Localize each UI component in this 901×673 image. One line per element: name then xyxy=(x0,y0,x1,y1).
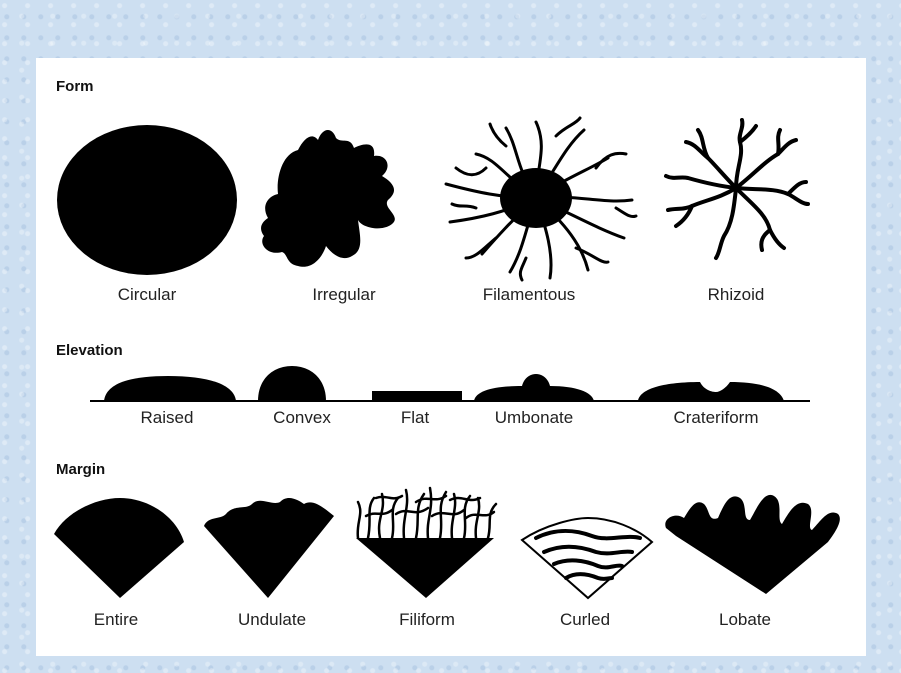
filiform-label: Filiform xyxy=(352,610,502,630)
undulate-label: Undulate xyxy=(197,610,347,630)
raised-elevation-shape xyxy=(104,376,236,401)
filamentous-label: Filamentous xyxy=(454,285,604,305)
margin-title: Margin xyxy=(56,461,105,478)
umbonate-label: Umbonate xyxy=(459,408,609,428)
irregular-label: Irregular xyxy=(269,285,419,305)
lobate-margin-shape xyxy=(665,495,840,594)
lobate-label: Lobate xyxy=(670,610,820,630)
umbonate-elevation-shape xyxy=(474,374,594,401)
crateriform-elevation-shape xyxy=(638,382,784,401)
curled-margin-shape xyxy=(522,518,652,598)
undulate-margin-shape xyxy=(204,498,334,598)
entire-margin-shape xyxy=(54,498,184,598)
irregular-form-shape xyxy=(261,130,395,267)
crateriform-label: Crateriform xyxy=(641,408,791,428)
flat-elevation-shape xyxy=(372,391,462,401)
filiform-margin-shape xyxy=(356,488,496,598)
raised-label: Raised xyxy=(92,408,242,428)
colony-diagram xyxy=(36,58,866,656)
entire-label: Entire xyxy=(41,610,191,630)
convex-elevation-shape xyxy=(258,366,326,401)
circular-label: Circular xyxy=(72,285,222,305)
elevation-title: Elevation xyxy=(56,342,123,359)
rhizoid-form-shape xyxy=(666,120,808,258)
rhizoid-label: Rhizoid xyxy=(661,285,811,305)
diagram-panel: Form xyxy=(36,58,866,656)
curled-label: Curled xyxy=(510,610,660,630)
circular-form-shape xyxy=(57,125,237,275)
filamentous-form-shape xyxy=(446,118,636,280)
